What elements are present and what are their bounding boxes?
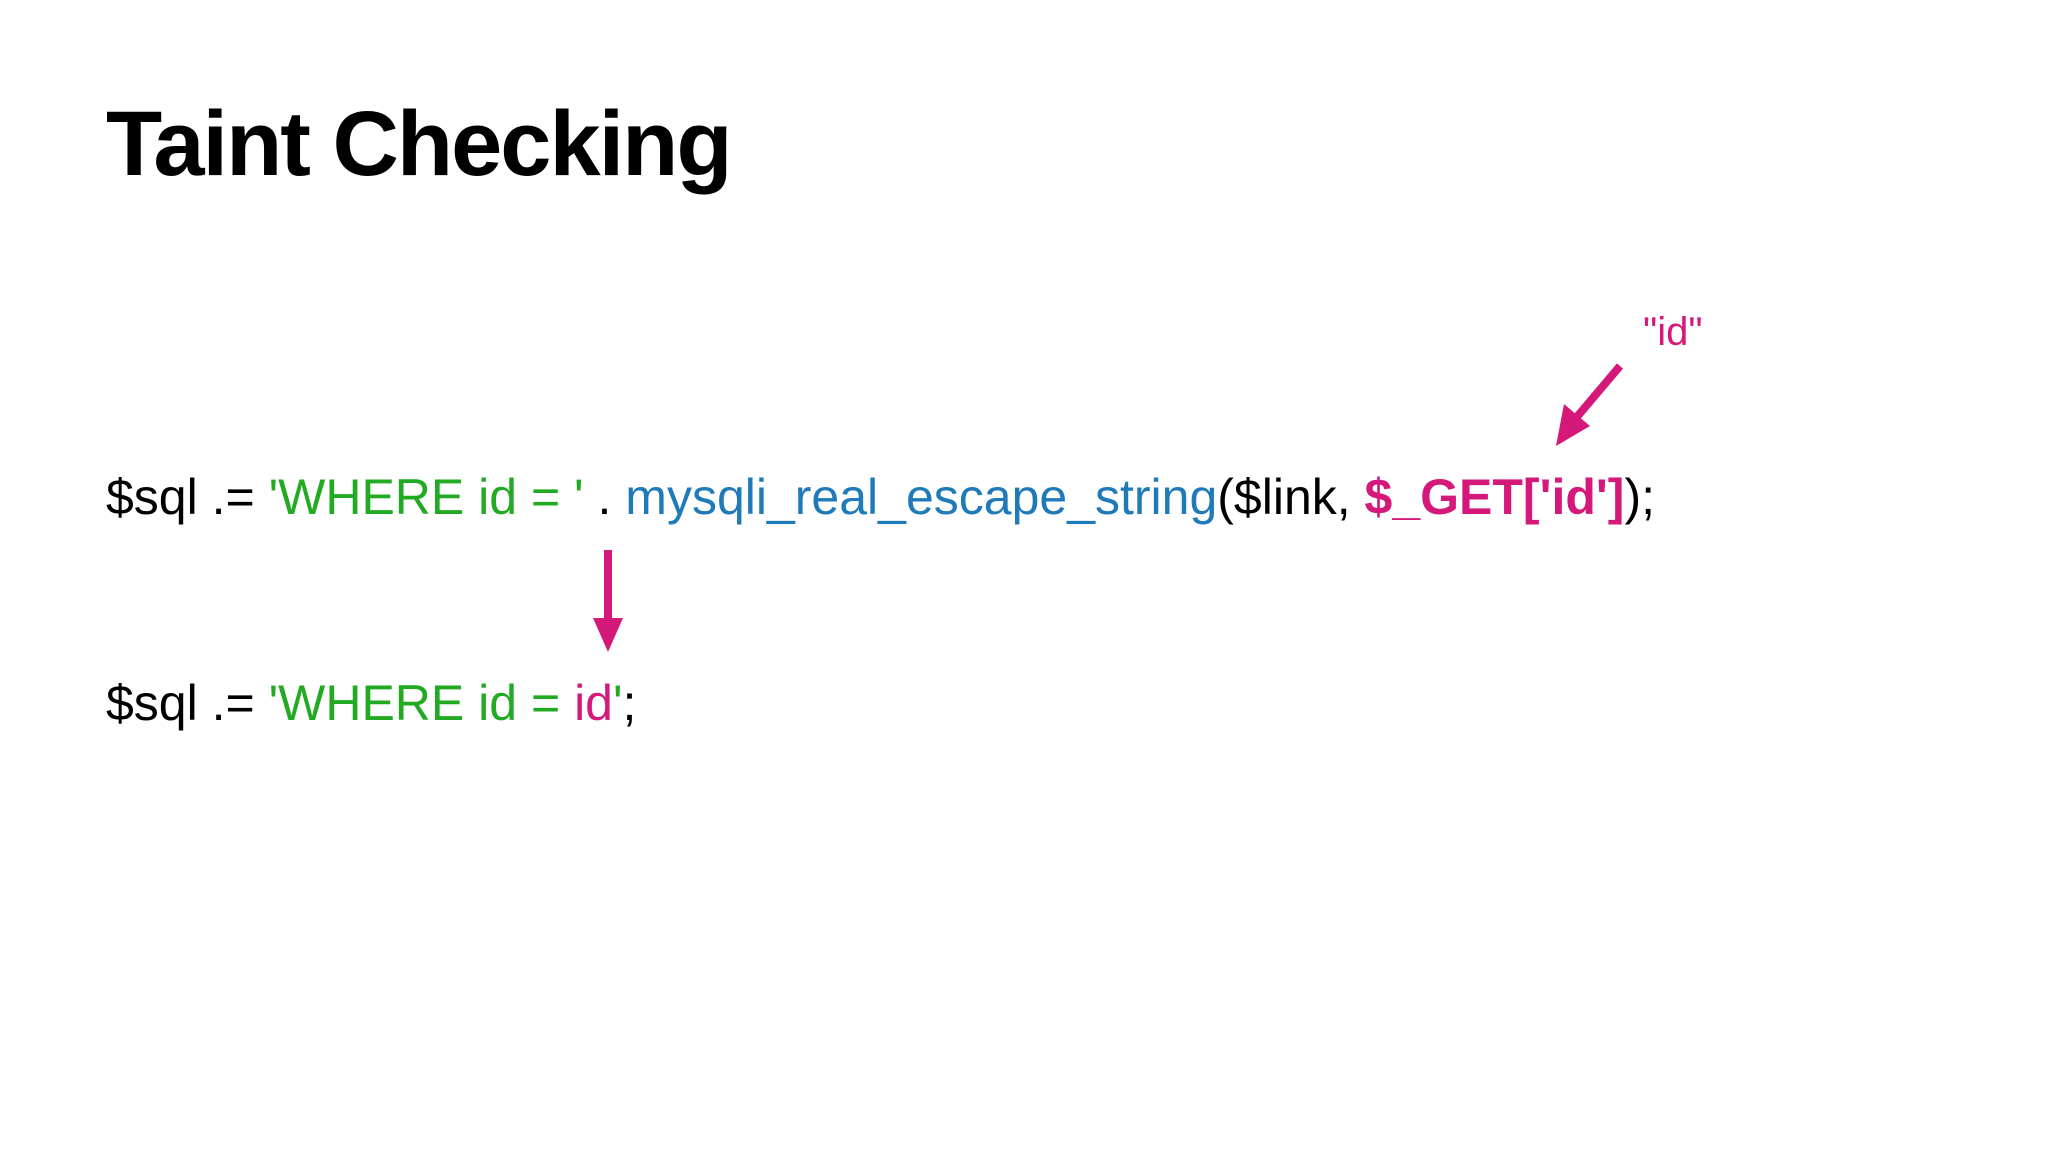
code-token-string: 'WHERE id = bbox=[268, 675, 575, 731]
code-token-string-end: ' bbox=[612, 675, 623, 731]
code-token-close: ); bbox=[1624, 469, 1655, 525]
annotation-label: "id" bbox=[1643, 310, 1703, 354]
slide-title: Taint Checking bbox=[106, 93, 733, 195]
code-token-variable: $sql .= bbox=[106, 469, 269, 525]
code-line-result: $sql .= 'WHERE id = id'; bbox=[106, 678, 636, 728]
code-token-variable: $sql .= bbox=[106, 675, 269, 731]
down-arrow-icon bbox=[593, 550, 623, 652]
code-token-string: 'WHERE id = ' bbox=[268, 469, 584, 525]
code-token-tainted-input: $_GET['id'] bbox=[1364, 469, 1625, 525]
code-token-semicolon: ; bbox=[622, 675, 637, 731]
diagonal-arrow-icon bbox=[1556, 363, 1624, 446]
code-token-concat: . bbox=[583, 469, 626, 525]
code-token-function: mysqli_real_escape_string bbox=[625, 469, 1218, 525]
code-line-escaped: $sql .= 'WHERE id = ' . mysqli_real_esca… bbox=[106, 472, 1655, 522]
code-token-tainted-value: id bbox=[574, 675, 613, 731]
code-token-args: ($link, bbox=[1217, 469, 1365, 525]
